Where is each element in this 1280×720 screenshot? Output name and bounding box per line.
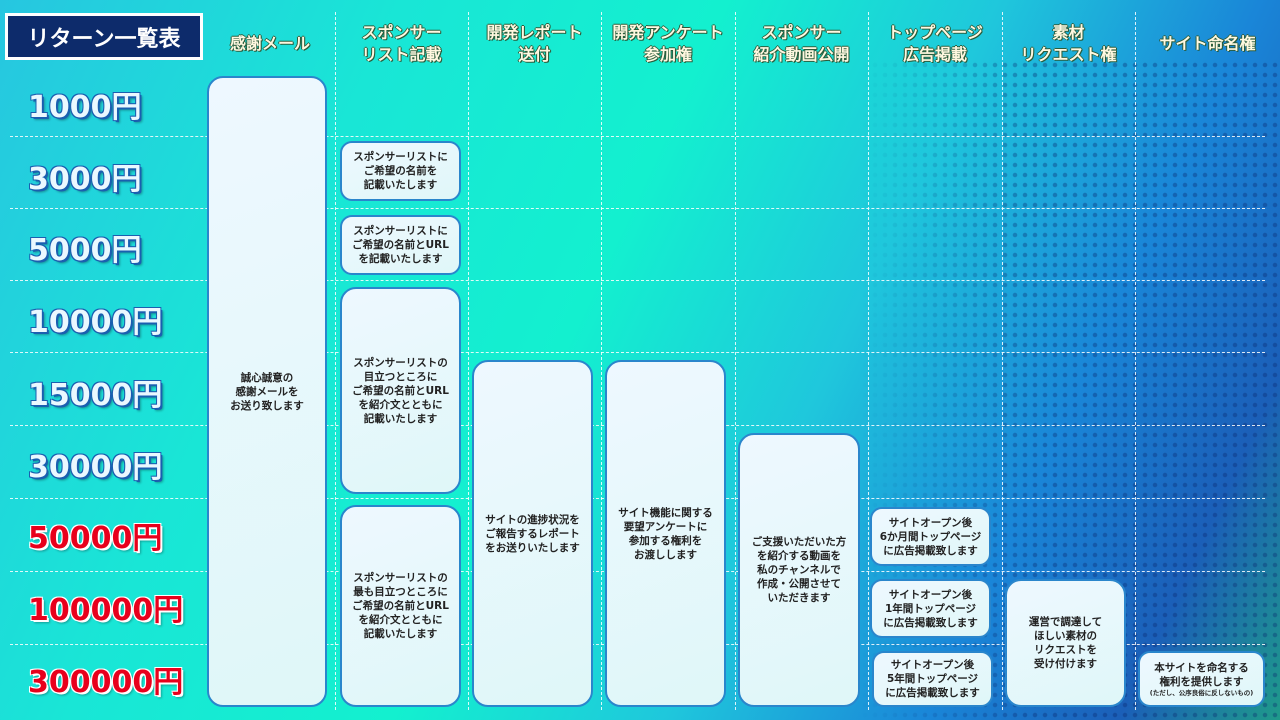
price-1000: 1000円 <box>28 90 142 125</box>
column-divider <box>468 12 469 710</box>
price-5000: 5000円 <box>28 233 142 268</box>
reward-card-ad-6months: サイトオープン後 6か月間トップページ に広告掲載致します <box>870 507 991 566</box>
column-header-naming: サイト命名権 <box>1159 34 1256 53</box>
column-divider <box>601 12 602 710</box>
reward-card-survey: サイト機能に関する 要望アンケートに 参加する権利を お渡しします <box>605 360 726 707</box>
column-header-thanks: 感謝メール <box>229 34 310 53</box>
price-15000: 15000円 <box>28 378 163 413</box>
column-header-report: 開発レポート 送付 <box>486 23 583 64</box>
column-divider <box>335 12 336 710</box>
row-divider <box>10 208 1265 209</box>
reward-card-ad-1year: サイトオープン後 1年間トップページ に広告掲載致します <box>870 579 991 638</box>
reward-card-naming: 本サイトを命名する 権利を提供します (ただし、公序良俗に反しないもの) <box>1138 651 1265 707</box>
column-divider <box>868 12 869 710</box>
price-10000: 10000円 <box>28 305 163 340</box>
column-divider <box>1135 12 1136 710</box>
column-header-top-ad: トップページ 広告掲載 <box>887 23 983 64</box>
reward-card-report: サイトの進捗状況を ご報告するレポート をお送りいたします <box>472 360 593 707</box>
price-3000: 3000円 <box>28 162 142 197</box>
price-300000: 300000円 <box>28 665 184 700</box>
row-divider <box>10 280 1265 281</box>
reward-card-ad-5years: サイトオープン後 5年間トップページ に広告掲載致します <box>872 651 993 707</box>
column-divider <box>735 12 736 710</box>
reward-card-list-3000: スポンサーリストに ご希望の名前を 記載いたします <box>340 141 461 201</box>
naming-text: 本サイトを命名する 権利を提供します <box>1154 661 1249 688</box>
reward-card-video: ご支援いただいた方 を紹介する動画を 私のチャンネルで 作成・公開させて いただ… <box>738 433 860 707</box>
reward-card-material: 運営で調達して ほしい素材の リクエストを 受け付けます <box>1005 579 1126 707</box>
reward-card-list-5000: スポンサーリストに ご希望の名前とURL を記載いたします <box>340 215 461 275</box>
column-divider <box>1002 12 1003 710</box>
price-50000: 50000円 <box>28 521 163 556</box>
column-header-video: スポンサー 紹介動画公開 <box>753 23 850 64</box>
reward-card-thanks: 誠心誠意の 感謝メールを お送り致します <box>207 76 327 707</box>
price-30000: 30000円 <box>28 450 163 485</box>
reward-card-list-10000: スポンサーリストの 目立つところに ご希望の名前とURL を紹介文とともに 記載… <box>340 287 461 494</box>
column-header-survey: 開発アンケート 参加権 <box>612 23 724 64</box>
column-header-sponsor-list: スポンサー リスト記載 <box>361 23 442 64</box>
row-divider <box>10 352 1265 353</box>
naming-note: (ただし、公序良俗に反しないもの) <box>1149 688 1254 697</box>
reward-card-list-50000: スポンサーリストの 最も目立つところに ご希望の名前とURL を紹介文とともに … <box>340 505 461 707</box>
row-divider <box>10 136 1265 137</box>
page-title: リターン一覧表 <box>5 13 203 60</box>
column-header-material: 素材 リクエスト権 <box>1020 23 1117 64</box>
price-100000: 100000円 <box>28 593 184 628</box>
